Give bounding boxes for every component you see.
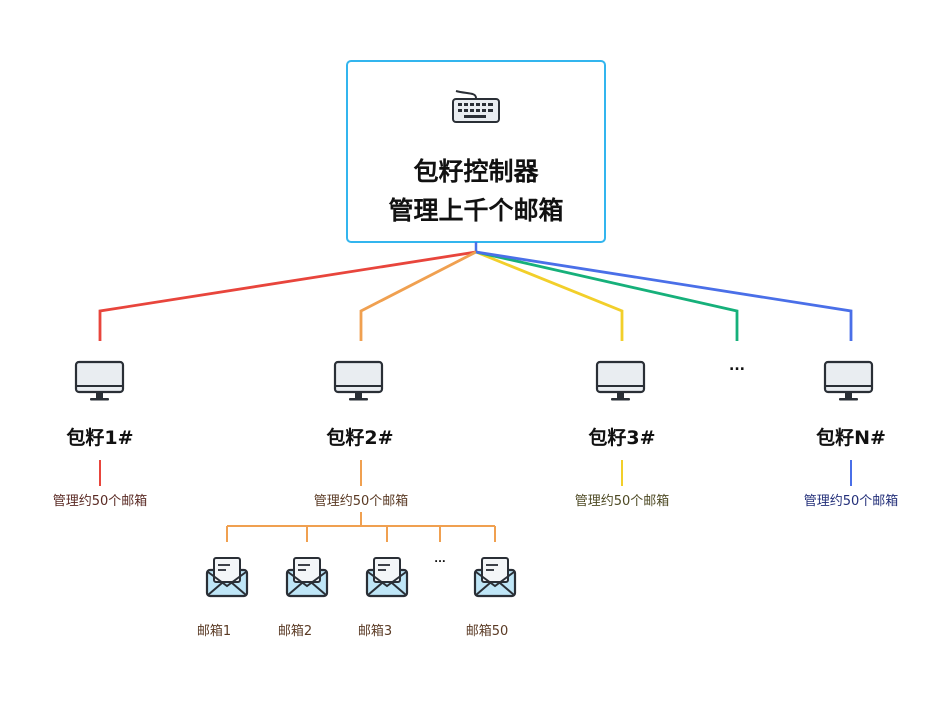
mailbox-label-3: 邮箱3 [358, 623, 392, 639]
node-desc-n: 管理约50个邮箱 [804, 493, 899, 509]
keyboard-icon [452, 90, 500, 123]
node-desc-1: 管理约50个邮箱 [53, 493, 148, 509]
monitor-icon [595, 360, 646, 402]
node-label-2: 包籽2# [326, 426, 393, 449]
controller-subtitle: 管理上千个邮箱 [388, 196, 563, 225]
mailbox-label-1: 邮箱1 [197, 623, 231, 639]
monitor-icon [823, 360, 874, 402]
branch-line-1 [98, 250, 477, 341]
mailbox-label-2: 邮箱2 [278, 623, 312, 639]
nodes-ellipsis: ... [729, 358, 745, 374]
mailbox-ellipsis: ... [434, 554, 445, 565]
node-desc-3: 管理约50个邮箱 [575, 493, 670, 509]
mailbox-tree-lines [226, 512, 496, 542]
branch-line-n [475, 250, 853, 341]
desc-connectors [99, 460, 852, 486]
node-label-1: 包籽1# [66, 426, 133, 449]
monitor-icon [74, 360, 125, 402]
branch-line-ellipsis [475, 250, 739, 341]
mail-icon [365, 556, 409, 598]
mail-icon [205, 556, 249, 598]
mail-icon [285, 556, 329, 598]
mail-icon [473, 556, 517, 598]
node-label-3: 包籽3# [588, 426, 655, 449]
mailbox-label-50: 邮箱50 [466, 623, 509, 639]
branch-line-2 [359, 250, 477, 341]
branch-lines [98, 250, 853, 341]
controller-title: 包籽控制器 [413, 157, 539, 186]
monitor-icon [333, 360, 384, 402]
node-desc-2: 管理约50个邮箱 [314, 493, 409, 509]
branch-line-3 [475, 250, 624, 341]
node-label-n: 包籽N# [816, 426, 886, 449]
